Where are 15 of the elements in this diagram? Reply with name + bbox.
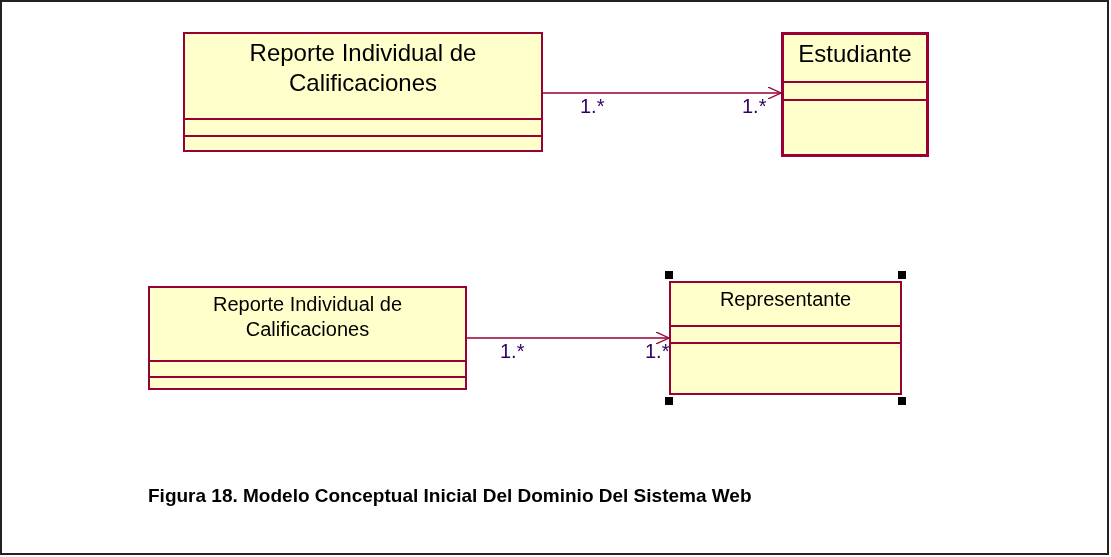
class-box [781,32,929,157]
figure-caption: Figura 18. Modelo Conceptual Inicial Del Dominio Del Sistema Web [148,484,752,508]
class-box [183,32,543,152]
multiplicity-label: 1.* [742,96,767,116]
multiplicity-label: 1.* [645,341,670,361]
association-arrow [466,331,670,345]
multiplicity-label: 1.* [500,341,525,361]
class-name: Reporte Individual de Calificaciones [212,292,403,342]
class-box [669,281,902,395]
class-name: Representante [718,287,853,312]
class-box [148,286,467,390]
multiplicity-label: 1.* [580,96,605,116]
class-name: Estudiante [797,39,913,69]
class-name: Reporte Individual de Calificaciones [248,38,478,98]
association-arrow [542,86,782,100]
